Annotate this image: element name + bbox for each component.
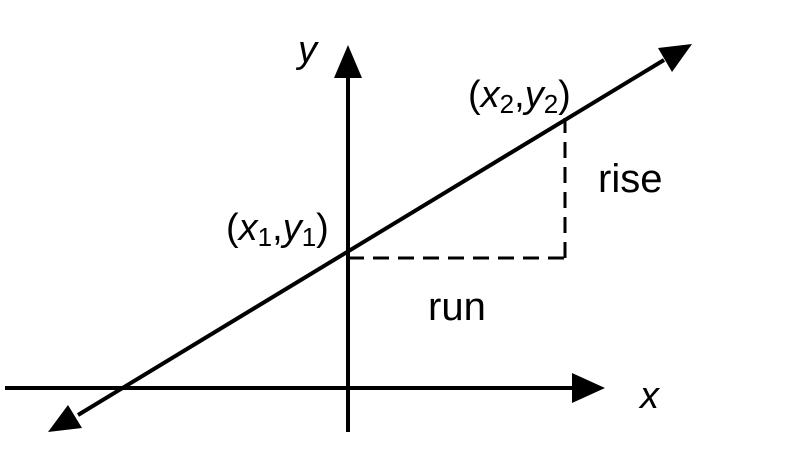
point2-label: (x2,y2) bbox=[468, 74, 571, 119]
rise-label: rise bbox=[598, 157, 662, 201]
sloped-line bbox=[76, 58, 666, 417]
y-axis-arrowhead bbox=[334, 45, 362, 78]
x-axis-label: x bbox=[638, 375, 661, 417]
line-arrowhead-upper bbox=[658, 44, 692, 72]
line-arrowhead-lower bbox=[48, 405, 82, 432]
x-axis-arrowhead bbox=[572, 373, 605, 403]
run-label: run bbox=[428, 285, 486, 329]
point1-label: (x1,y1) bbox=[226, 207, 329, 252]
y-axis-label: y bbox=[295, 29, 319, 71]
